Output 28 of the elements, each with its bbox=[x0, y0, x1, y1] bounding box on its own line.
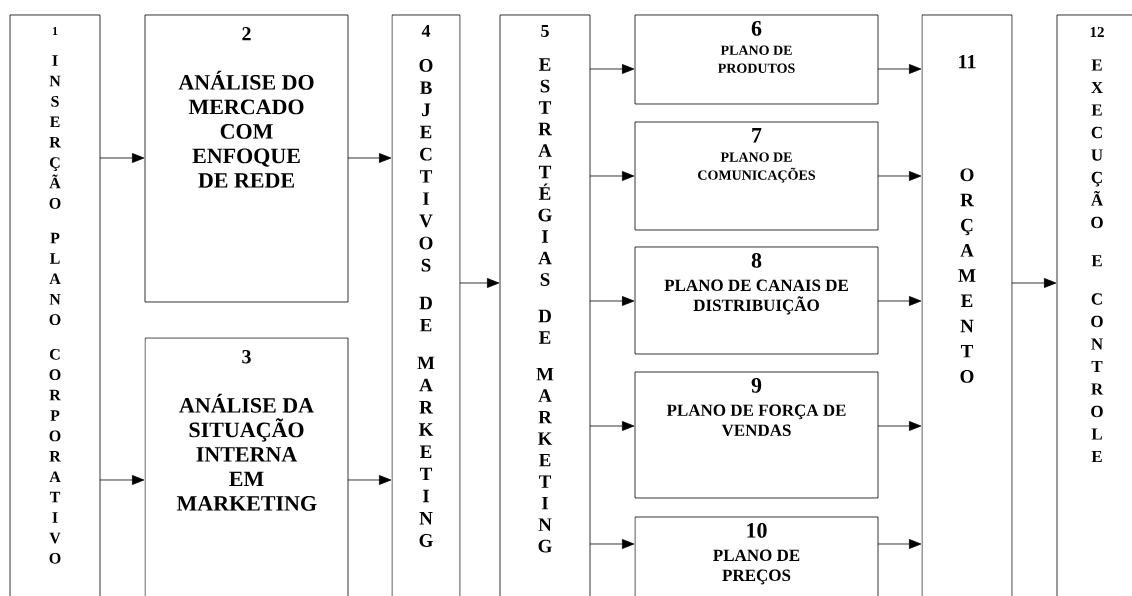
arrow bbox=[347, 153, 392, 163]
arrow bbox=[99, 475, 145, 485]
process-box: 5 ESTRATÉGIAS DE MARKETING bbox=[499, 14, 591, 596]
process-box: 11 ORÇAMENTO bbox=[921, 14, 1013, 596]
arrow bbox=[877, 296, 922, 306]
arrow bbox=[589, 171, 635, 181]
arrow bbox=[459, 278, 500, 288]
arrow bbox=[877, 539, 922, 549]
arrow bbox=[589, 539, 635, 549]
process-box: 4 OBJECTIVOS DE MARKETING bbox=[391, 14, 461, 596]
process-box: 1 INSERÇÃO PLANO CORPORATIVO bbox=[9, 14, 101, 596]
arrow bbox=[1011, 278, 1057, 288]
process-box: 7 PLANO DE COMUNICAÇÕES bbox=[634, 121, 879, 231]
arrow bbox=[589, 64, 635, 74]
process-box: 2 ANÁLISE DO MERCADO COM ENFOQUE DE REDE bbox=[144, 14, 349, 303]
process-box: 8 PLANO DE CANAIS DE DISTRIBUIÇÃO bbox=[634, 246, 879, 355]
arrow bbox=[589, 421, 635, 431]
arrow bbox=[589, 296, 635, 306]
process-box: 10 PLANO DE PREÇOS bbox=[634, 516, 879, 596]
process-box: 9 PLANO DE FORÇA DE VENDAS bbox=[634, 371, 879, 499]
arrow bbox=[347, 475, 392, 485]
process-box: 6 PLANO DE PRODUTOS bbox=[634, 14, 879, 105]
arrow bbox=[877, 171, 922, 181]
arrow bbox=[99, 153, 145, 163]
process-box: 3 ANÁLISE DA SITUAÇÃO INTERNA EM MARKETING bbox=[144, 337, 349, 596]
arrow bbox=[877, 64, 922, 74]
process-box: 12 EXECUÇÃO E CONTROLE bbox=[1056, 14, 1132, 596]
arrow bbox=[877, 421, 922, 431]
